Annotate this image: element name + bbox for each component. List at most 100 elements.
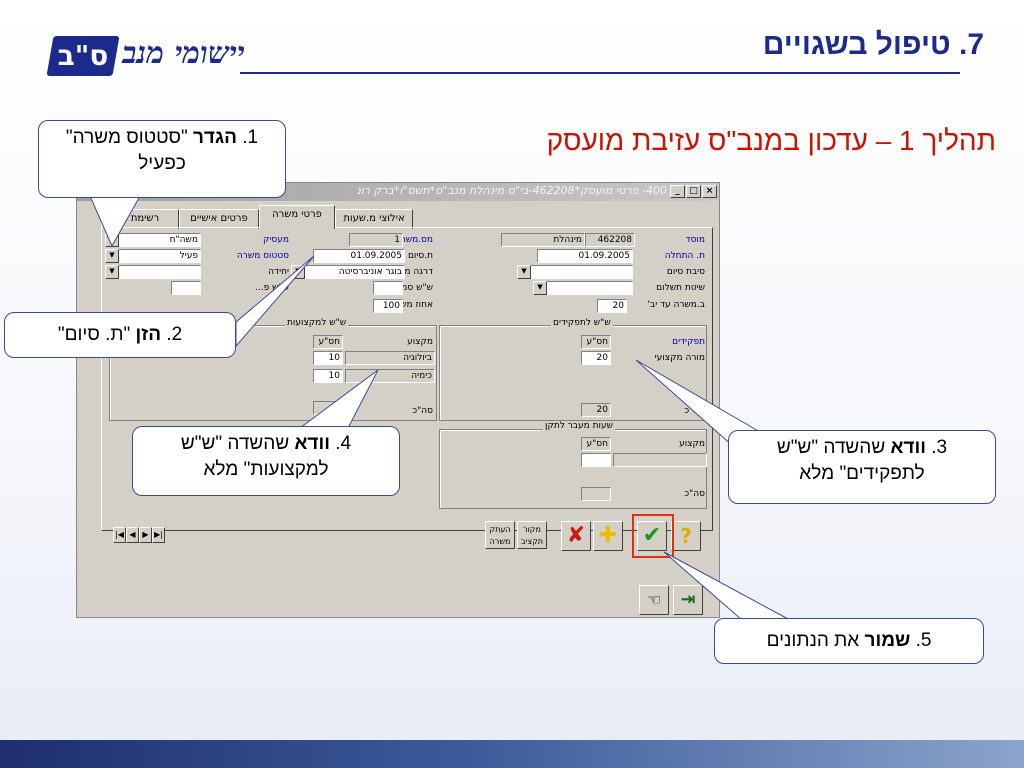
callout-2-number: 2. [166, 324, 183, 345]
prev-record-icon[interactable]: ◀ [126, 527, 139, 543]
employer-label: מעסיק [263, 235, 289, 245]
until-field[interactable]: 20 [597, 299, 627, 313]
over-quota-group [439, 429, 707, 509]
logo-mark-text: ס"ב [57, 39, 109, 72]
tab-constraints[interactable]: אילוצי מ.שעות [335, 209, 413, 229]
subjects-group-title: ש"ש למקצועות [285, 318, 349, 328]
callout-4-verb: וודא [294, 433, 330, 454]
unit-label: יחידה [268, 267, 289, 277]
roles-total-field: 20 [581, 403, 611, 417]
left-hours-field[interactable] [171, 281, 201, 295]
over-quota-subject-field [613, 453, 707, 467]
callout-5-verb: שמור [864, 630, 911, 651]
mosad-name-field: מינהלת [501, 233, 585, 247]
over-quota-subject-label: מקצוע [679, 439, 705, 449]
roles-label: תפקידים [672, 337, 705, 347]
rank-field[interactable]: בוגר אוניברסיטה [291, 265, 405, 279]
save-highlight [632, 514, 674, 558]
over-quota-total-label: סה"כ [684, 489, 705, 499]
employer-dropdown-icon[interactable]: ▼ [105, 233, 119, 247]
callout-3-number: 3. [931, 437, 948, 458]
unit-dropdown-icon[interactable]: ▼ [105, 265, 119, 279]
maximize-icon[interactable]: □ [686, 185, 701, 198]
rank-dropdown-icon[interactable]: ▼ [291, 265, 305, 279]
roles-group-title: ש"ש לתפקידים [551, 318, 613, 328]
subject-hours-field[interactable]: 10 [313, 369, 343, 383]
add-icon[interactable]: ✚ [593, 521, 623, 551]
end-reason-dropdown-icon[interactable]: ▼ [517, 265, 531, 279]
callout-step-4: 4. וודא שהשדה "ש"ש למקצועות" מלא [132, 426, 400, 496]
logo-text: יישומי מנב [122, 36, 245, 71]
pointing-hand-icon[interactable]: ☜ [639, 585, 669, 615]
until-label: ב.משרה עד יב' [647, 300, 705, 310]
role-name: מורה מקצועי [654, 353, 705, 363]
rank-label: דרגה מש"הח [382, 267, 433, 277]
exit-door-icon[interactable]: ⇥ [673, 585, 703, 615]
subject-hours-field[interactable]: 10 [313, 351, 343, 365]
end-reason-label: סיבת סיום [666, 267, 705, 277]
start-date-field[interactable]: 01.09.2005 [537, 249, 633, 263]
subjects-col-header: חס"ע [313, 335, 343, 349]
close-icon[interactable]: × [702, 185, 717, 198]
subjects-total-label: סה"כ [412, 406, 433, 416]
end-date-field[interactable]: 01.09.2005 [313, 249, 405, 263]
over-quota-col-header: חס"ע [581, 437, 611, 451]
callout-3-text: שהשדה "ש"ש לתפקידים" מלא [776, 437, 925, 484]
save-check-icon[interactable]: ✔ [637, 521, 667, 551]
minimize-icon[interactable]: _ [670, 185, 685, 198]
subject-name: כימיה [345, 369, 435, 383]
next-record-icon[interactable]: ▶ [139, 527, 152, 543]
over-quota-total-field [581, 487, 611, 501]
subject-name: ביולוגיה [345, 351, 435, 365]
percent-label: אחוז משרה [389, 300, 433, 310]
start-date-label: ת. התחלה [664, 251, 705, 261]
seminar-label: ש"ש סמינר [390, 283, 433, 293]
last-record-icon[interactable]: ▶| [152, 527, 165, 543]
tab-list[interactable]: רשימת מ [101, 209, 179, 229]
footer-bar [0, 740, 1024, 768]
seminar-field[interactable] [373, 281, 403, 295]
job-status-field[interactable]: פעיל [105, 249, 201, 263]
callout-1-number: 1. [242, 127, 259, 148]
slide-subtitle: תהליך 1 – עדכון במנב"ס עזיבת מועסק [546, 125, 996, 156]
callout-1-verb: הגדר [192, 127, 237, 148]
callout-1-text: "סטטוס משרה" כפעיל [65, 127, 188, 174]
callout-5-text: את הנתונים [766, 630, 860, 651]
left-hours-label: ש"ש פ... [255, 283, 289, 293]
roles-col-header: חס"ע [581, 335, 611, 349]
callout-step-5: 5. שמור את הנתונים [714, 618, 984, 664]
callout-4-number: 4. [335, 433, 352, 454]
unit-field[interactable] [105, 265, 201, 279]
first-record-icon[interactable]: |◀ [113, 527, 126, 543]
slide-title: 7. טיפול בשגויים [762, 28, 984, 61]
subjects-total-field [313, 401, 343, 415]
callout-3-verb: וודא [890, 437, 926, 458]
copy-job-button[interactable]: העתק משרה [485, 521, 515, 549]
percent-field[interactable]: 100 [373, 299, 403, 313]
callout-5-number: 5. [915, 630, 932, 651]
logo-mark: ס"ב [46, 36, 120, 76]
callout-2-text: "ת. סיום" [57, 324, 131, 345]
employer-field[interactable]: משה"ח [105, 233, 201, 247]
payment-field[interactable] [533, 281, 633, 295]
over-quota-hours-field[interactable] [581, 453, 611, 467]
job-no-label: מס.משרה [394, 235, 433, 245]
callout-step-3: 3. וודא שהשדה "ש"ש לתפקידים" מלא [728, 430, 996, 504]
delete-icon[interactable]: ✘ [561, 521, 591, 551]
header-divider [240, 72, 960, 74]
job-no-field: 1 [349, 233, 403, 247]
tab-personal-details[interactable]: פרטים אישיים [179, 209, 259, 229]
source-budget-button[interactable]: מקור תקציב [517, 521, 547, 549]
job-status-dropdown-icon[interactable]: ▼ [105, 249, 119, 263]
help-icon[interactable]: ? [671, 521, 701, 551]
mosad-label: מוסד [685, 235, 705, 245]
job-status-label: סטטוס משרה [236, 251, 289, 261]
end-reason-field[interactable] [517, 265, 633, 279]
callout-step-2: 2. הזן "ת. סיום" [4, 312, 236, 358]
role-hours-field[interactable]: 20 [581, 351, 611, 365]
window-title: 400- פרטי מועסק*462208-בי"ס מינהלת מנב"ס… [356, 184, 667, 197]
payment-dropdown-icon[interactable]: ▼ [533, 281, 547, 295]
tab-job-details[interactable]: פרטי משרה [259, 205, 335, 229]
end-date-label: ת.סיום [407, 251, 433, 261]
callout-step-1: 1. הגדר "סטטוס משרה" כפעיל [38, 120, 286, 198]
